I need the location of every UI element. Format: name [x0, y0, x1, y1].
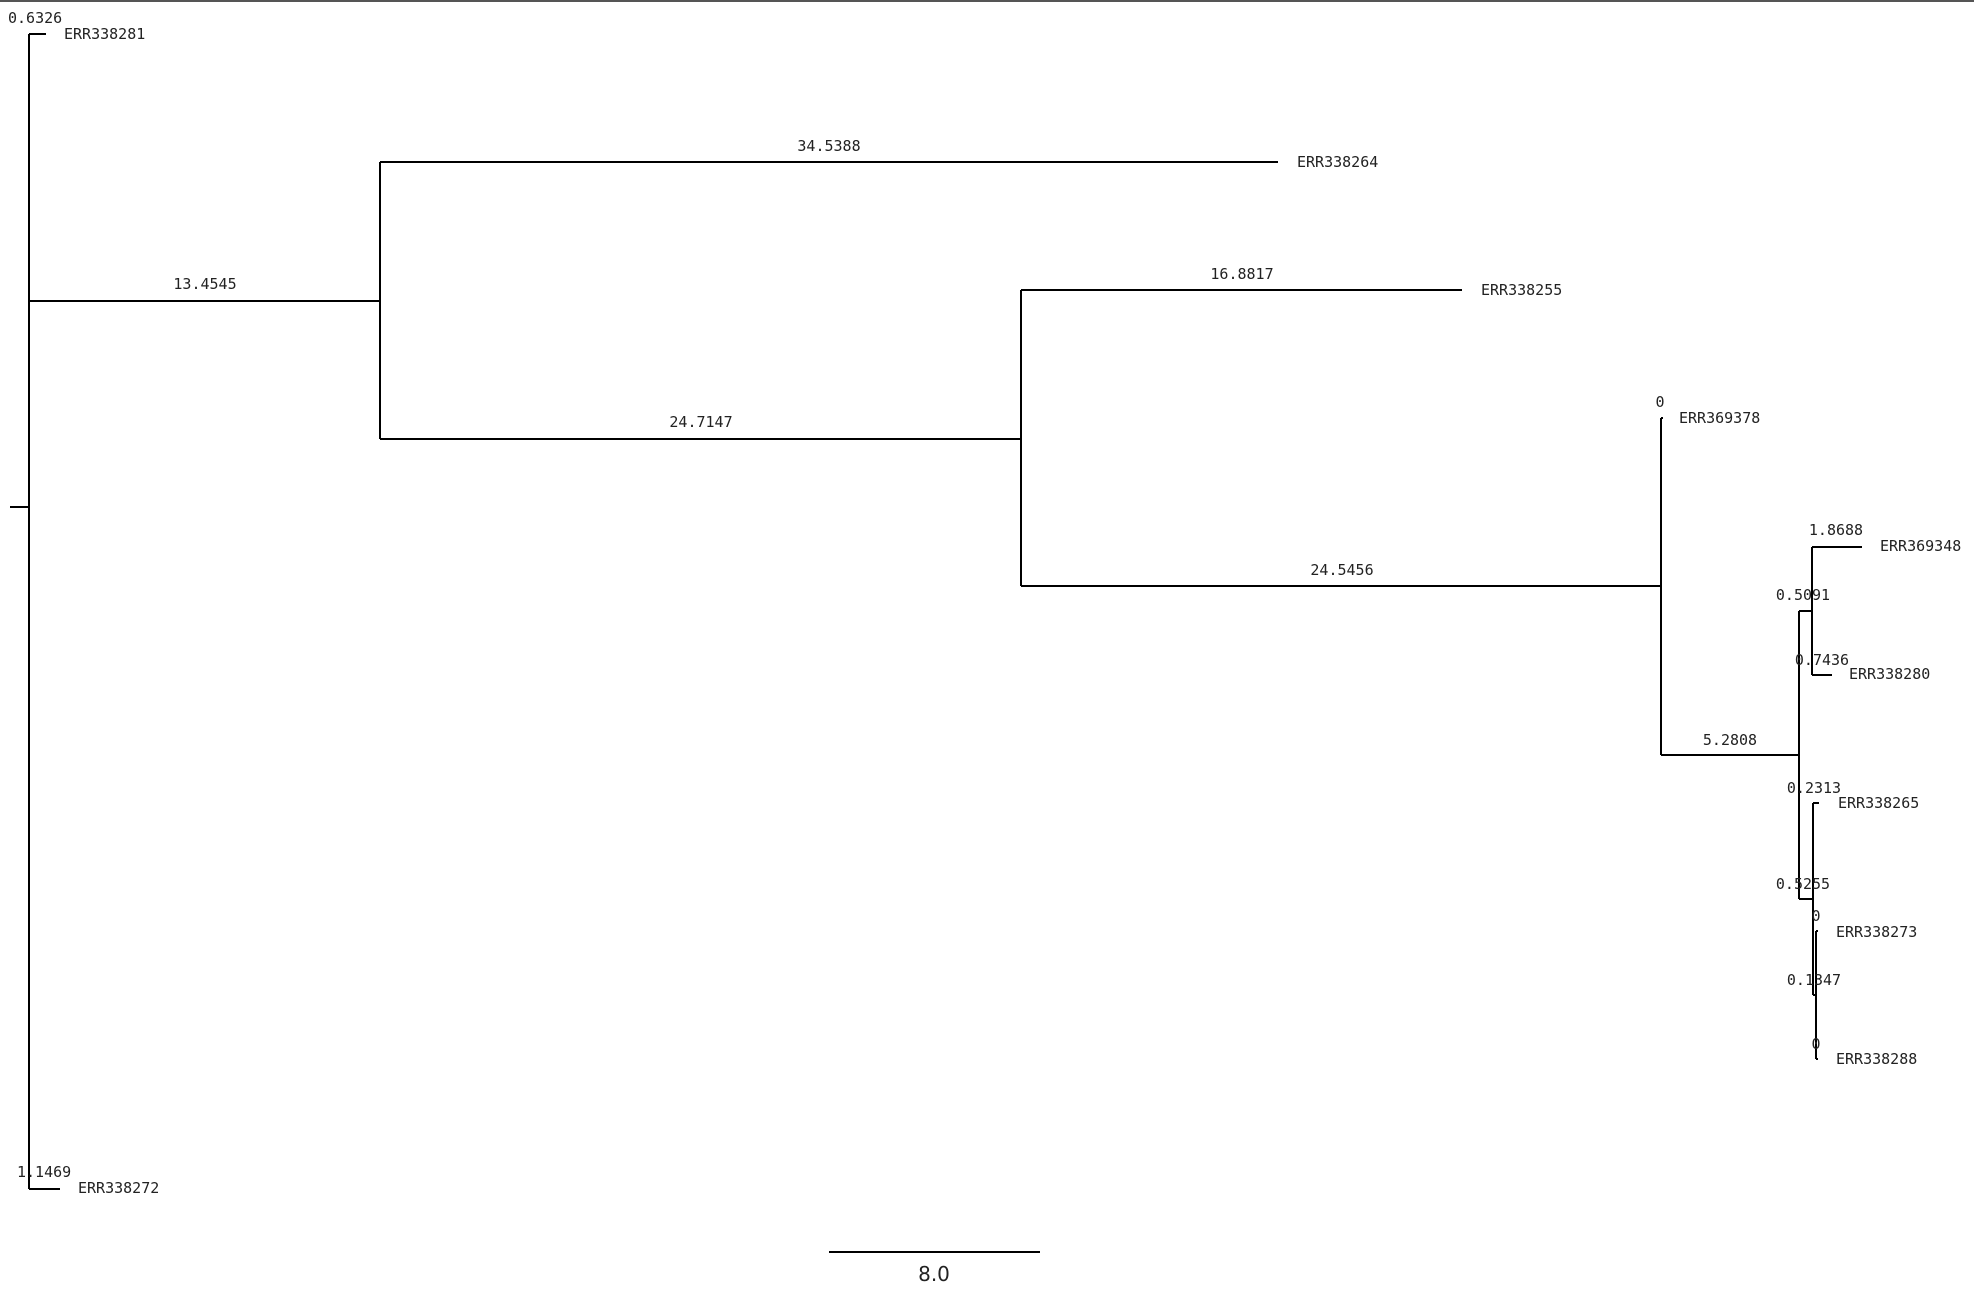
- branch-length-ERR369348: 1.8688: [1809, 521, 1863, 539]
- branch-length-ERR338264: 34.5388: [797, 137, 860, 155]
- leaf-label-ERR338288: ERR338288: [1836, 1050, 1917, 1068]
- branch-length-cladeF: 0.5255: [1776, 875, 1830, 893]
- branch-length-cladeC: 24.5456: [1310, 561, 1373, 579]
- branch-length-ERR338281: 0.6326: [8, 9, 62, 27]
- branch-length-ERR338273: 0: [1811, 907, 1820, 925]
- leaf-label-ERR338281: ERR338281: [64, 25, 145, 43]
- leaf-label-ERR338280: ERR338280: [1849, 665, 1930, 683]
- leaf-label-ERR338265: ERR338265: [1838, 794, 1919, 812]
- leaf-label-ERR338264: ERR338264: [1297, 153, 1378, 171]
- leaf-label-ERR338272: ERR338272: [78, 1179, 159, 1197]
- branch-length-ERR338272: 1.1469: [17, 1163, 71, 1181]
- leaf-label-ERR369348: ERR369348: [1880, 537, 1961, 555]
- leaf-label-ERR369378: ERR369378: [1679, 409, 1760, 427]
- branch-length-ERR338288: 0: [1811, 1035, 1820, 1053]
- branch-length-cladeD: 5.2808: [1703, 731, 1757, 749]
- branch-length-cladeG: 0.1347: [1787, 971, 1841, 989]
- leaf-label-ERR338273: ERR338273: [1836, 923, 1917, 941]
- branch-length-ERR338255: 16.8817: [1210, 265, 1273, 283]
- branch-length-cladeA: 13.4545: [173, 275, 236, 293]
- leaf-label-ERR338255: ERR338255: [1481, 281, 1562, 299]
- scale-bar-label: 8.0: [918, 1262, 950, 1286]
- branch-length-ERR338280: 0.7436: [1795, 651, 1849, 669]
- branch-length-ERR338265: 0.2313: [1787, 779, 1841, 797]
- branch-length-cladeB: 24.7147: [669, 413, 732, 431]
- branch-length-cladeE: 0.5091: [1776, 586, 1830, 604]
- branch-length-ERR369378: 0: [1655, 393, 1664, 411]
